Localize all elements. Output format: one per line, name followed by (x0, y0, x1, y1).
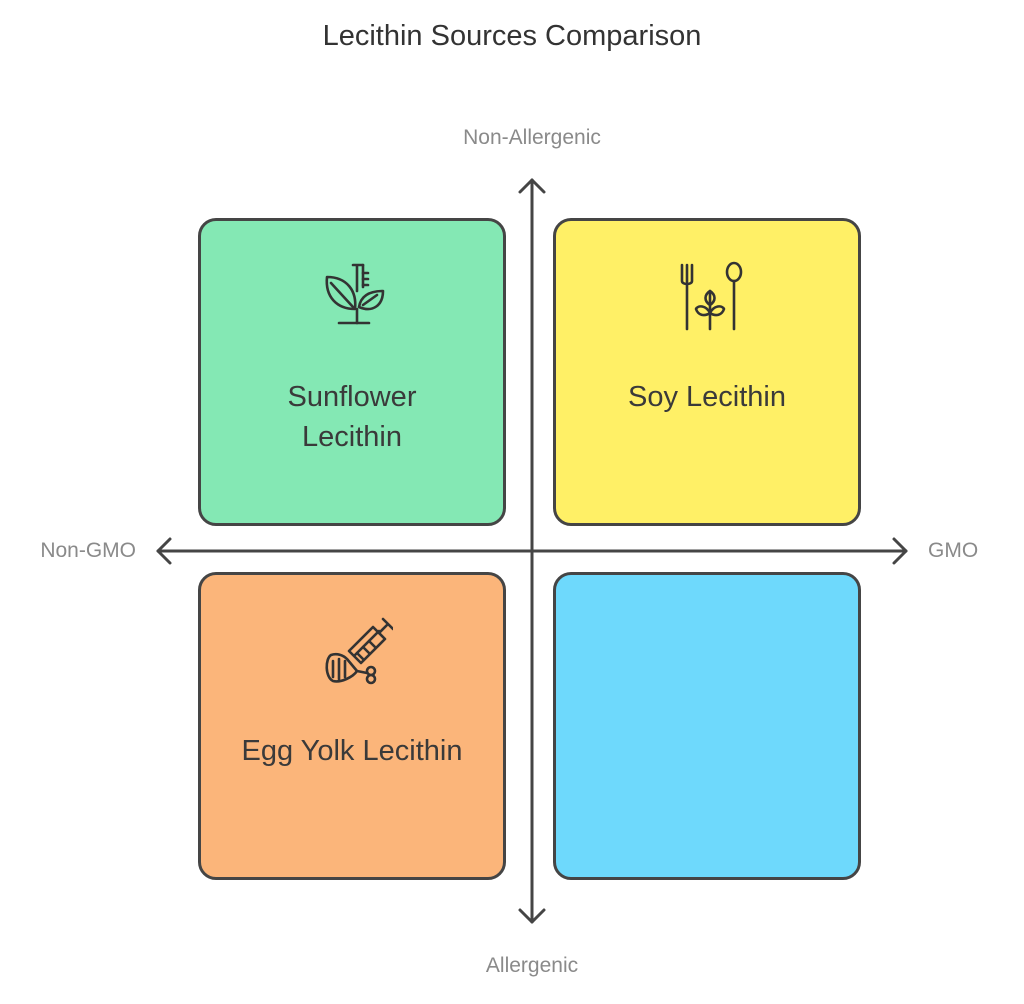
quadrant-sunflower-lecithin: Sunflower Lecithin (198, 218, 506, 526)
arrow-left (156, 537, 172, 565)
quadrant-label-line2: Lecithin (302, 421, 402, 453)
meat-syringe-icon (325, 617, 393, 685)
quadrant-empty (553, 572, 861, 880)
arrow-right (892, 537, 908, 565)
axis-label-bottom: Allergenic (485, 954, 579, 977)
diagram-title: Lecithin Sources Comparison (322, 20, 702, 52)
quadrant-label-line1: Sunflower (287, 381, 417, 413)
quadrant-soy-lecithin: Soy Lecithin (553, 218, 861, 526)
quadrant-label: Egg Yolk Lecithin (241, 735, 463, 767)
axis-label-left: Non-GMO (40, 539, 136, 562)
fork-plant-spoon-icon (680, 261, 743, 331)
quadrant-label: Sunflower Lecithin (211, 377, 493, 457)
axis-label-top: Non-Allergenic (463, 126, 601, 149)
axis-label-right: GMO (928, 539, 979, 562)
arrow-up (518, 178, 546, 194)
quadrant-label: Soy Lecithin (628, 381, 786, 413)
quadrant-egg-yolk-lecithin: Egg Yolk Lecithin (198, 572, 506, 880)
plant-test-tube-icon (325, 263, 385, 325)
arrow-down (518, 908, 546, 924)
